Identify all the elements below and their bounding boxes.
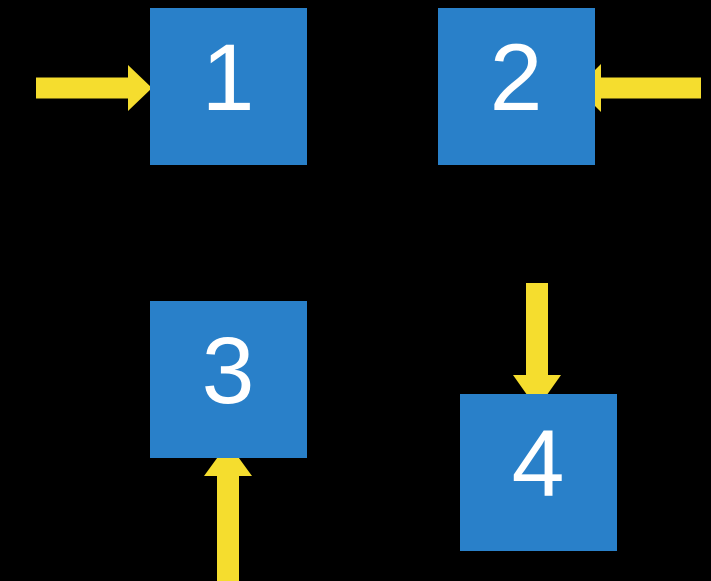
node-label-2: 2 bbox=[489, 25, 543, 131]
node-label-3: 3 bbox=[201, 318, 255, 424]
node-box-2[interactable] bbox=[438, 8, 595, 165]
node-box-3[interactable] bbox=[150, 301, 307, 458]
node-box-1[interactable] bbox=[150, 8, 307, 165]
arrow-down-glyph bbox=[513, 283, 561, 409]
node-box-4[interactable] bbox=[460, 394, 617, 551]
node-label-1: 1 bbox=[201, 25, 255, 131]
arrow-right-glyph bbox=[36, 65, 152, 111]
node-label-4: 4 bbox=[511, 411, 565, 517]
arrow-left-glyph bbox=[577, 64, 701, 112]
arrow-up-glyph bbox=[204, 443, 252, 581]
